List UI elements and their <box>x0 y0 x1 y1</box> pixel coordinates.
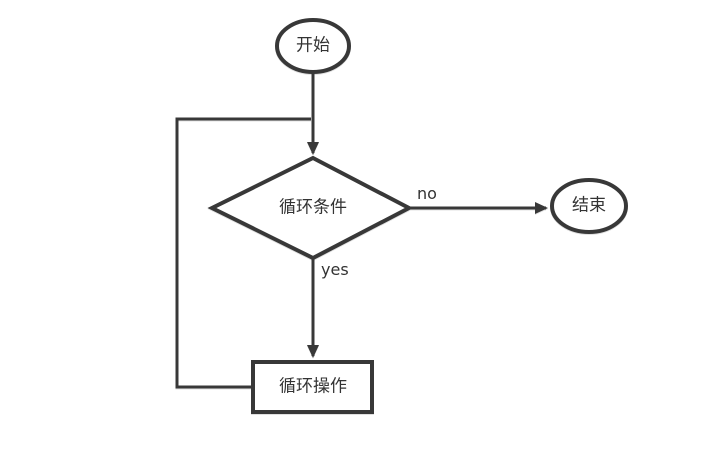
condition-diamond <box>207 155 414 261</box>
condition-node-label: 循环条件 <box>279 197 347 218</box>
start-node-label: 开始 <box>296 35 330 56</box>
edge-yes-label: yes <box>321 260 349 279</box>
operation-rectangle <box>251 360 374 414</box>
end-ellipse <box>550 178 628 234</box>
operation-node-label: 循环操作 <box>279 376 347 397</box>
edge-loopback-line <box>175 117 311 389</box>
start-ellipse <box>275 18 351 74</box>
end-node-label: 结束 <box>572 195 606 216</box>
edge-no-label: no <box>417 184 437 203</box>
